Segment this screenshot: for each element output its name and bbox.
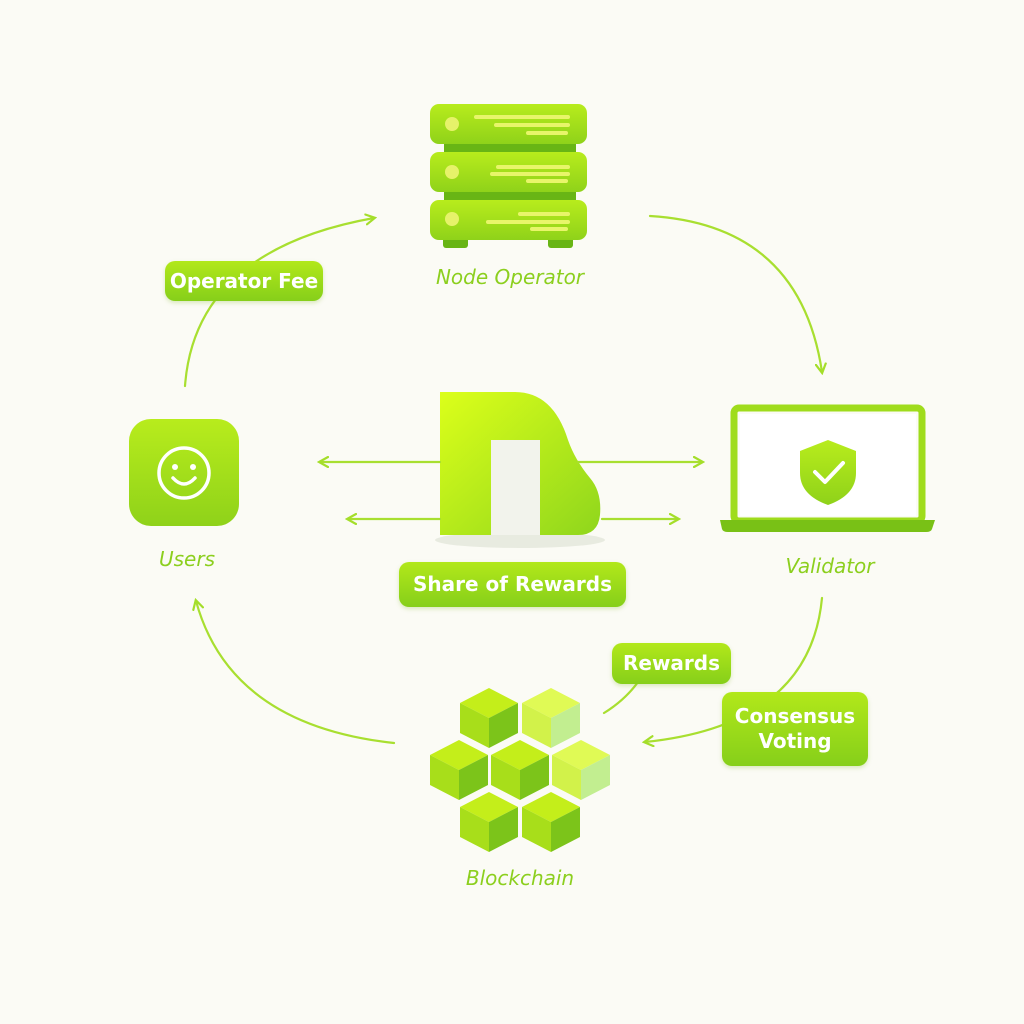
arrow-rewards [602, 680, 640, 715]
share-of-rewards-badge: Share of Rewards [399, 562, 626, 607]
server-icon [430, 104, 587, 248]
rewards-badge: Rewards [612, 643, 731, 684]
arrow-blockchain-to-users [196, 601, 396, 745]
logo-icon [435, 392, 605, 548]
operator-fee-badge: Operator Fee [165, 261, 323, 301]
laptop-shield-icon [720, 404, 935, 532]
consensus-voting-badge: Consensus Voting [722, 692, 868, 766]
block-cube [522, 688, 580, 748]
block-cube [522, 792, 580, 852]
block-cube [491, 740, 549, 800]
block-cube [460, 688, 518, 748]
block-cube [552, 740, 610, 800]
validator-label: Validator [785, 554, 875, 578]
node-operator-label: Node Operator [435, 265, 585, 289]
block-cube [430, 740, 488, 800]
users-label: Users [158, 547, 215, 571]
arrow-users-to-operator [183, 218, 374, 388]
smiley-icon [129, 419, 239, 526]
blockchain-label: Blockchain [465, 866, 575, 890]
block-cube [460, 792, 518, 852]
arrow-operator-to-validator [648, 214, 822, 372]
blockchain-cubes-icon [430, 688, 610, 852]
